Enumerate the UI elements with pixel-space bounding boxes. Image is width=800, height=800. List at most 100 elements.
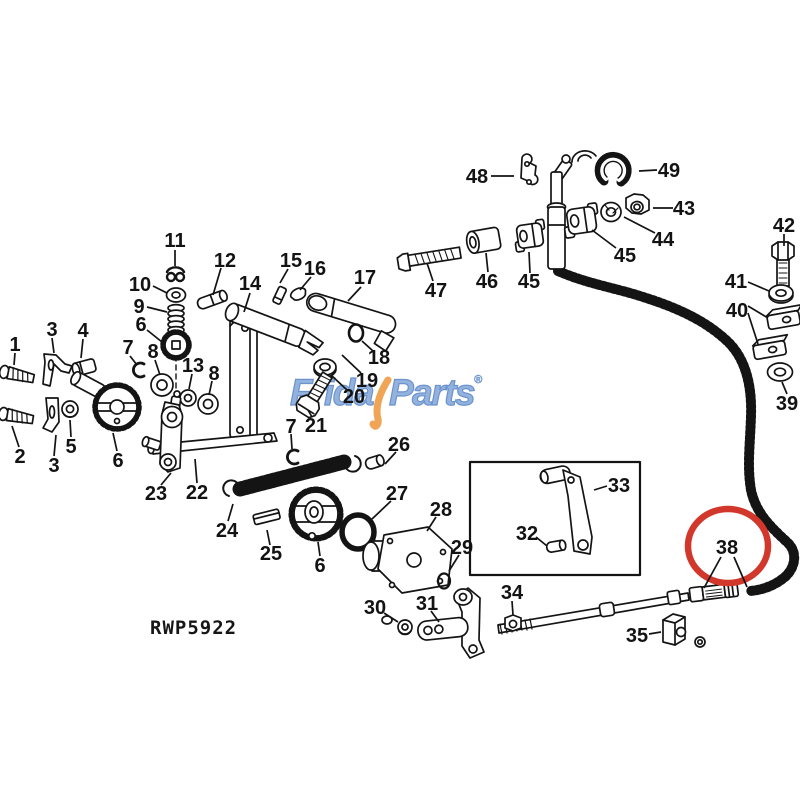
leader-line	[448, 554, 460, 572]
leader-line	[129, 355, 138, 366]
part-block-35	[662, 613, 687, 646]
part-clevis-arm-19	[224, 302, 324, 356]
callout-21: 21	[305, 415, 327, 437]
leader-line	[51, 337, 55, 354]
leader-line	[112, 432, 118, 452]
leader-line	[747, 312, 759, 345]
callout-9: 9	[133, 296, 144, 318]
part-rod-22	[147, 432, 278, 455]
part-bolt-21	[295, 371, 333, 419]
part-oring-29	[436, 572, 452, 590]
part-bell-crank	[453, 587, 485, 659]
part-extension-spring-24	[222, 454, 362, 497]
part-small-nut	[694, 636, 706, 648]
part-cable-upper-rod	[546, 154, 573, 270]
part-screw-2	[0, 406, 35, 425]
callout-42: 42	[773, 215, 795, 237]
callout-6: 6	[135, 314, 146, 336]
callout-7: 7	[285, 416, 296, 438]
part-washer-39	[766, 362, 794, 382]
part-cable-end-fitting	[688, 581, 740, 603]
callout-3: 3	[46, 319, 57, 341]
callout-19: 19	[356, 370, 378, 392]
watermark-registered-mark: ®	[474, 374, 482, 387]
callout-32: 32	[516, 523, 538, 545]
leader-line	[747, 281, 770, 292]
part-clip-3b	[42, 397, 60, 433]
leader-line	[290, 433, 293, 450]
leader-line	[266, 529, 271, 546]
part-bolt-47	[396, 246, 462, 272]
leader-line	[317, 541, 321, 557]
callout-13: 13	[182, 355, 204, 377]
part-clip-3a	[42, 353, 73, 387]
callout-47: 47	[425, 280, 447, 302]
leader-line	[160, 472, 172, 486]
part-nut-34	[504, 614, 522, 632]
part-link-31	[417, 616, 469, 641]
leader-line	[227, 503, 234, 522]
leader-line	[80, 338, 84, 359]
callout-20: 20	[343, 386, 365, 408]
callout-33: 33	[608, 475, 630, 497]
part-nut-43	[625, 193, 650, 215]
leader-line	[347, 286, 362, 302]
part-pin-32	[545, 539, 567, 553]
callout-45: 45	[518, 271, 540, 293]
part-washer-44	[600, 201, 622, 223]
leader-line	[330, 374, 348, 391]
leader-line	[430, 610, 440, 623]
inset-box	[468, 460, 642, 577]
part-control-rod	[497, 581, 740, 635]
callout-11: 11	[164, 230, 185, 252]
leader-line	[511, 600, 514, 616]
leader-line	[299, 276, 312, 291]
part-link-bar-14	[229, 313, 258, 441]
part-idler-arm-33	[539, 465, 593, 555]
callout-46: 46	[476, 271, 498, 293]
leader-line	[747, 305, 769, 319]
callout-40: 40	[726, 300, 748, 322]
part-bevel-gear-6-left	[70, 370, 142, 432]
part-pin-12	[196, 289, 229, 310]
callout-39: 39	[776, 393, 798, 415]
leader-line	[146, 306, 168, 313]
callout-49: 49	[658, 160, 680, 182]
callout-24: 24	[216, 520, 239, 542]
leader-line	[11, 425, 20, 448]
callout-8: 8	[208, 363, 219, 385]
part-washer-8a	[150, 373, 174, 397]
callout-7: 7	[122, 337, 133, 359]
callout-44: 44	[652, 229, 675, 251]
leader-line	[371, 500, 392, 520]
leader-line	[361, 340, 374, 352]
leader-line	[535, 536, 548, 547]
leader-line	[208, 380, 213, 396]
leader-line	[638, 169, 658, 172]
watermark-text-right: Parts	[388, 371, 476, 413]
callout-18: 18	[368, 347, 390, 369]
callout-30: 30	[364, 597, 386, 619]
leader-line	[243, 292, 251, 313]
callout-23: 23	[145, 483, 167, 505]
callout-41: 41	[725, 271, 747, 293]
leader-line	[384, 451, 397, 465]
part-spacer-46	[465, 226, 502, 255]
leader-line	[53, 434, 57, 457]
leader-line	[188, 373, 193, 390]
leader-line	[623, 216, 656, 234]
leader-line	[733, 556, 748, 588]
part-gear-6-bottom	[288, 486, 344, 542]
part-clamp-45-left	[514, 218, 546, 253]
part-pin-15	[272, 285, 288, 305]
part-pin-25	[252, 508, 281, 526]
highlight-circle	[684, 505, 772, 587]
callout-4: 4	[77, 320, 89, 342]
callout-26: 26	[388, 434, 410, 456]
watermark-swoosh	[369, 376, 392, 430]
leader-line	[279, 268, 289, 284]
part-bolt-42	[771, 241, 795, 287]
callout-28: 28	[430, 499, 452, 521]
callout-34: 34	[501, 582, 524, 604]
